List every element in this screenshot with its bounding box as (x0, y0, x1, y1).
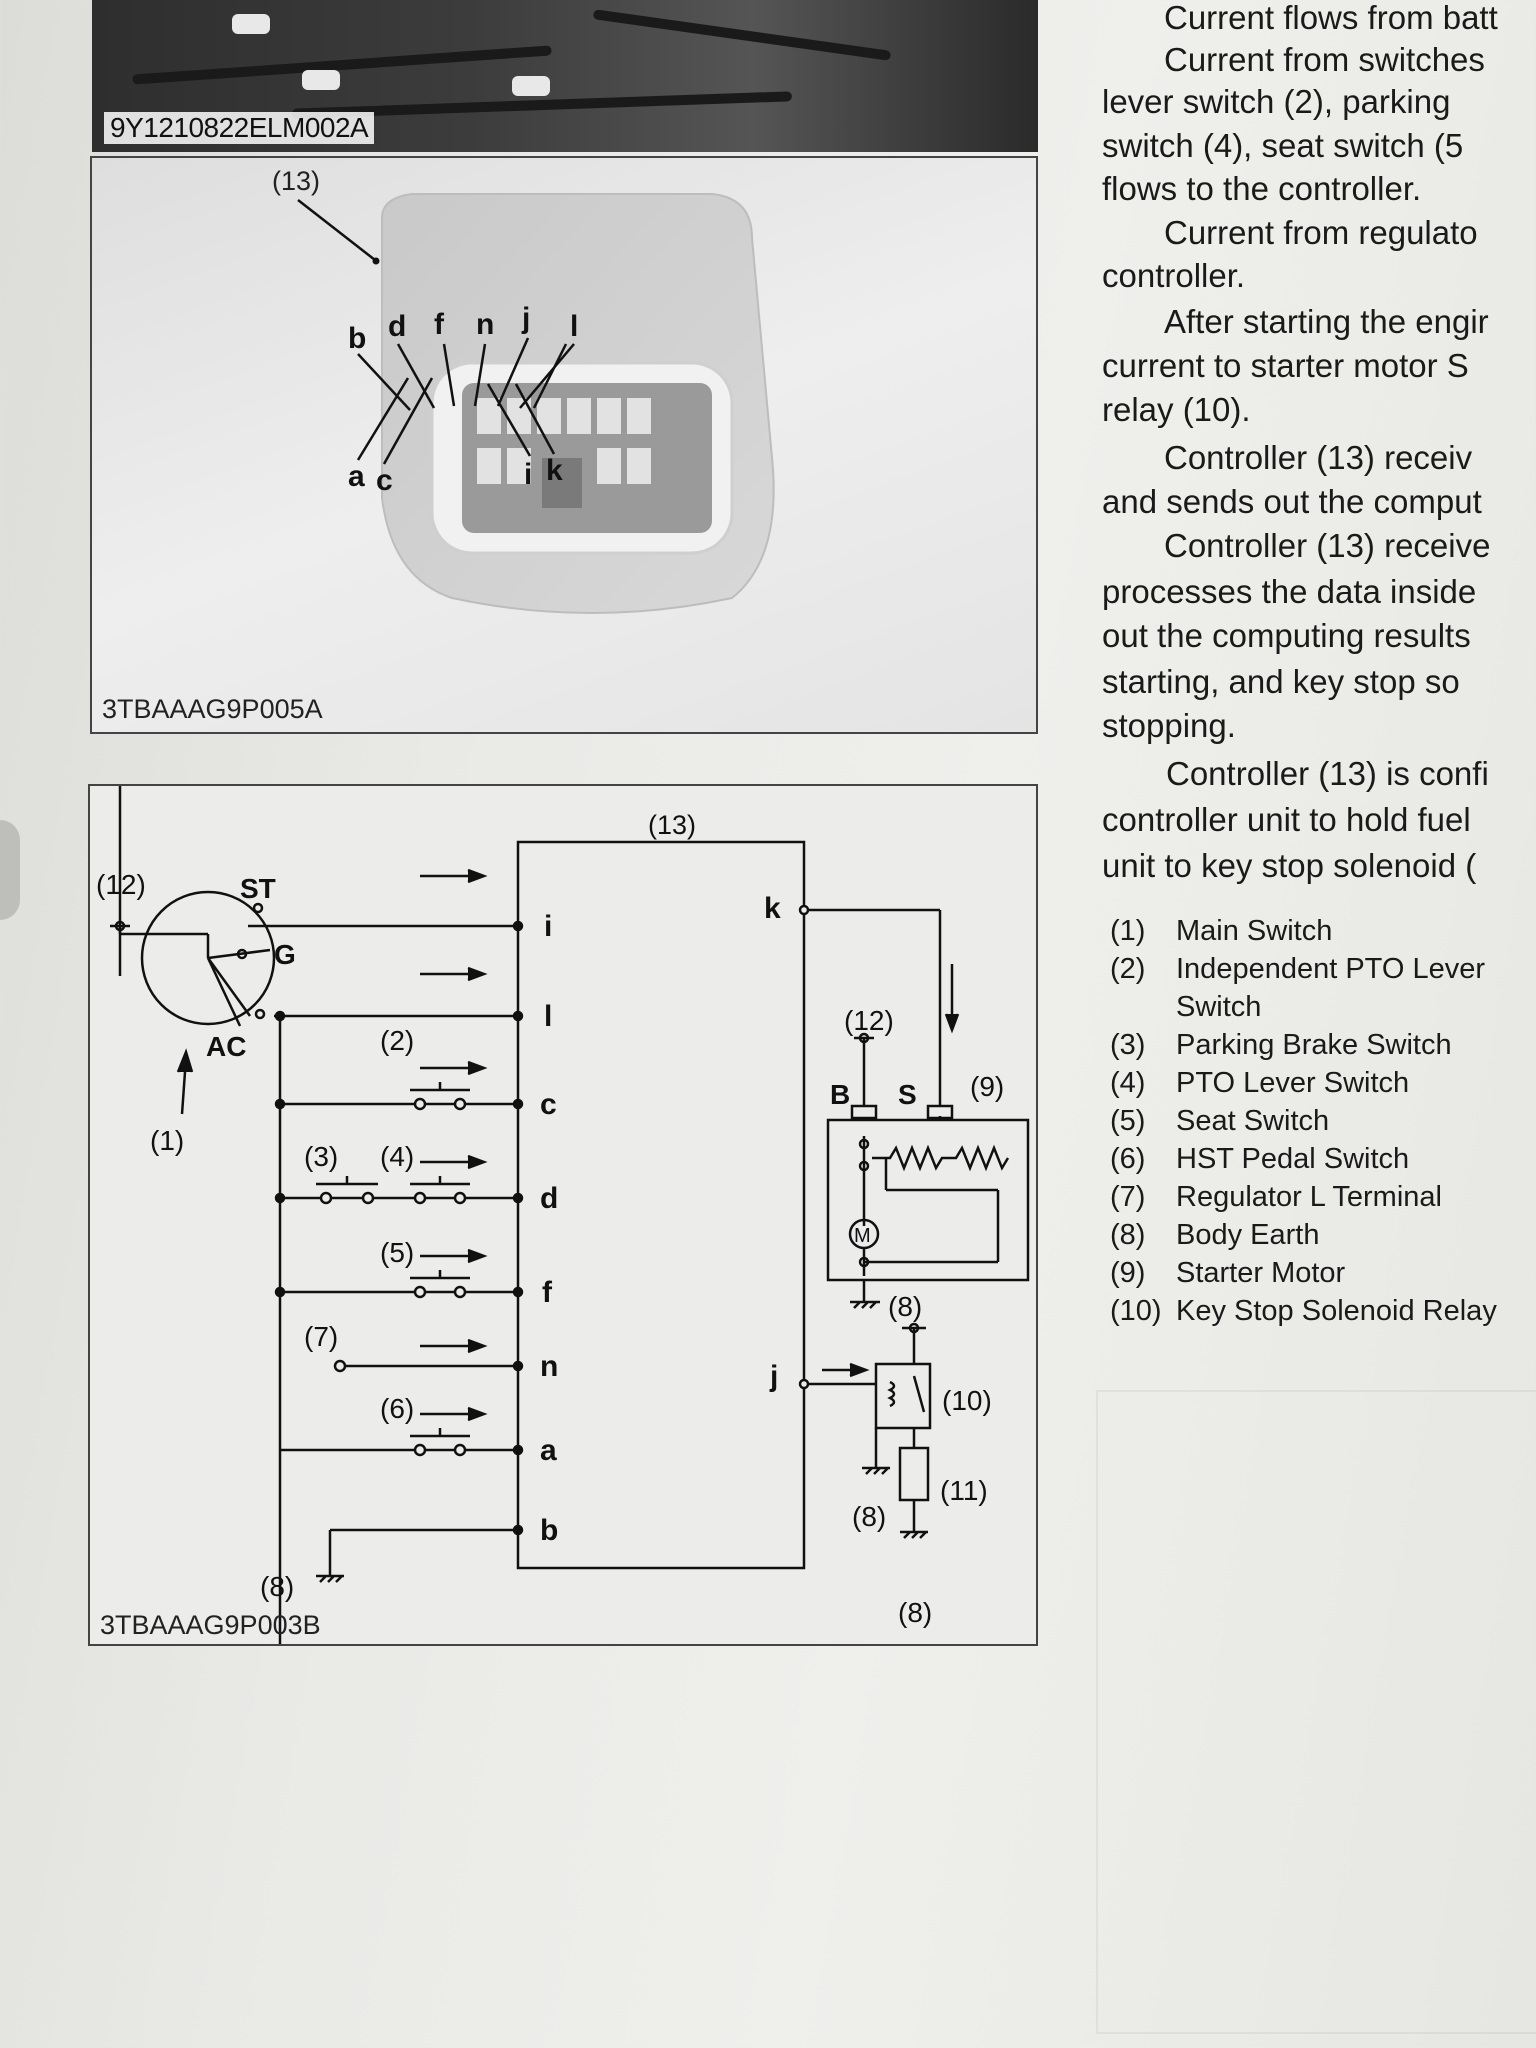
switch-ref-6: (6) (380, 1393, 414, 1424)
ctrl-pin-a: a (540, 1434, 557, 1467)
ctrl-pin-l: l (544, 1000, 552, 1033)
text-line-13: Controller (13) receive (1164, 527, 1491, 564)
pin-label-l: l (570, 310, 578, 343)
pin-label-f: f (434, 308, 445, 341)
solenoid-ref: (11) (940, 1475, 988, 1506)
pin-label-d: d (388, 310, 406, 343)
text-line-1: Current flows from batt (1164, 0, 1498, 36)
main-switch-symbol (140, 890, 276, 1026)
text-line-16: starting, and key stop so (1102, 663, 1460, 700)
starter-terminal-s: S (898, 1079, 917, 1110)
earth-ref-relay: (8) (852, 1501, 886, 1532)
starter-ref: (9) (970, 1071, 1004, 1102)
starter-motor-box (826, 1118, 1030, 1282)
ctrl-pin-k: k (764, 892, 781, 925)
switch-ref-4: (4) (380, 1141, 414, 1172)
connector-photo-code: 3TBAAAG9P005A (102, 694, 323, 724)
pin-label-i: i (524, 458, 532, 491)
motor-m-label: M (854, 1225, 871, 1247)
text-line-2: Current from switches (1164, 41, 1485, 78)
legend-item: Switch (1176, 991, 1262, 1023)
switch-ref-5: (5) (380, 1237, 414, 1268)
controller-box (516, 840, 806, 1570)
starter-terminal-b: B (830, 1079, 850, 1110)
main-switch-st: ST (240, 873, 276, 904)
pin-label-b: b (348, 322, 366, 355)
ctrl-pin-j: j (769, 1360, 778, 1393)
switch-ref-3: (3) (304, 1141, 338, 1172)
text-line-14: processes the data inside (1102, 573, 1477, 610)
pin-label-c: c (376, 464, 393, 497)
connector-callout: (13) (272, 166, 320, 196)
legend-item: (8)Body Earth (1110, 1219, 1320, 1251)
text-line-10: relay (10). (1102, 391, 1251, 428)
bleed-through-panel (1096, 1390, 1536, 2034)
legend-item: (5)Seat Switch (1110, 1105, 1330, 1137)
main-switch-g: G (274, 939, 296, 970)
text-line-3: lever switch (2), parking (1102, 83, 1451, 120)
ctrl-pin-d: d (540, 1182, 558, 1215)
text-line-20: unit to key stop solenoid ( (1102, 847, 1477, 884)
legend-item: (9)Starter Motor (1110, 1257, 1346, 1289)
solenoid-box (898, 1446, 930, 1502)
text-line-19: controller unit to hold fuel (1102, 801, 1471, 838)
text-line-18: Controller (13) is confi (1166, 755, 1489, 792)
text-line-15: out the computing results (1102, 617, 1471, 654)
legend-item: (2)Independent PTO Lever (1110, 953, 1486, 985)
ctrl-pin-i: i (544, 910, 552, 943)
relay-box (874, 1362, 932, 1430)
earth-ref-solenoid: (8) (898, 1597, 932, 1628)
legend-item: (6)HST Pedal Switch (1110, 1143, 1410, 1175)
text-line-17: stopping. (1102, 707, 1236, 744)
earth-ref-left: (8) (260, 1571, 294, 1602)
controller-label: (13) (648, 810, 696, 840)
switch-ref-7: (7) (304, 1321, 338, 1352)
pin-label-n: n (476, 308, 494, 341)
legend-item: (1)Main Switch (1110, 915, 1333, 947)
pin-label-a: a (348, 460, 365, 493)
diagram-code: 3TBAAAG9P003B (100, 1610, 321, 1640)
text-line-5: flows to the controller. (1102, 170, 1422, 207)
text-line-9: current to starter motor S (1102, 347, 1469, 384)
main-switch-ref: (1) (150, 1125, 184, 1156)
wiring-diagram-svg: (13) (12) ST G AC (1) (96, 786, 1030, 1670)
legend-item: (10)Key Stop Solenoid Relay (1110, 1295, 1497, 1327)
ctrl-pin-n: n (540, 1350, 558, 1383)
legend-item: (7)Regulator L Terminal (1110, 1181, 1442, 1213)
connector-photo: (13) b d f n j l a c i k (90, 156, 1038, 734)
text-line-7: controller. (1102, 257, 1246, 294)
relay-ref: (10) (942, 1385, 992, 1416)
legend-item: (3)Parking Brake Switch (1110, 1029, 1452, 1061)
connector-illustration: (13) b d f n j l a c i k (102, 166, 775, 724)
switch-ref-2: (2) (380, 1025, 414, 1056)
wiring-diagram: (13) (12) ST G AC (1) (88, 784, 1038, 1670)
text-line-11: Controller (13) receiv (1164, 439, 1473, 476)
pin-label-k: k (546, 454, 563, 487)
text-line-4: switch (4), seat switch (5 (1102, 127, 1464, 164)
text-line-12: and sends out the comput (1102, 483, 1482, 520)
battery-ref-right: (12) (844, 1005, 894, 1036)
text-line-8: After starting the engir (1164, 303, 1489, 340)
main-switch-ac: AC (206, 1031, 246, 1062)
pin-label-j: j (521, 302, 530, 335)
legend-item: (4)PTO Lever Switch (1110, 1067, 1410, 1099)
page-edge-shadow (0, 820, 20, 920)
ctrl-pin-c: c (540, 1088, 557, 1121)
ctrl-pin-f: f (542, 1276, 553, 1309)
battery-ref-left: (12) (96, 869, 146, 900)
text-line-6: Current from regulato (1164, 214, 1478, 251)
earth-ref-starter: (8) (888, 1291, 922, 1322)
ctrl-pin-b: b (540, 1514, 558, 1547)
top-photo-code: 9Y1210822ELM002A (104, 112, 375, 144)
